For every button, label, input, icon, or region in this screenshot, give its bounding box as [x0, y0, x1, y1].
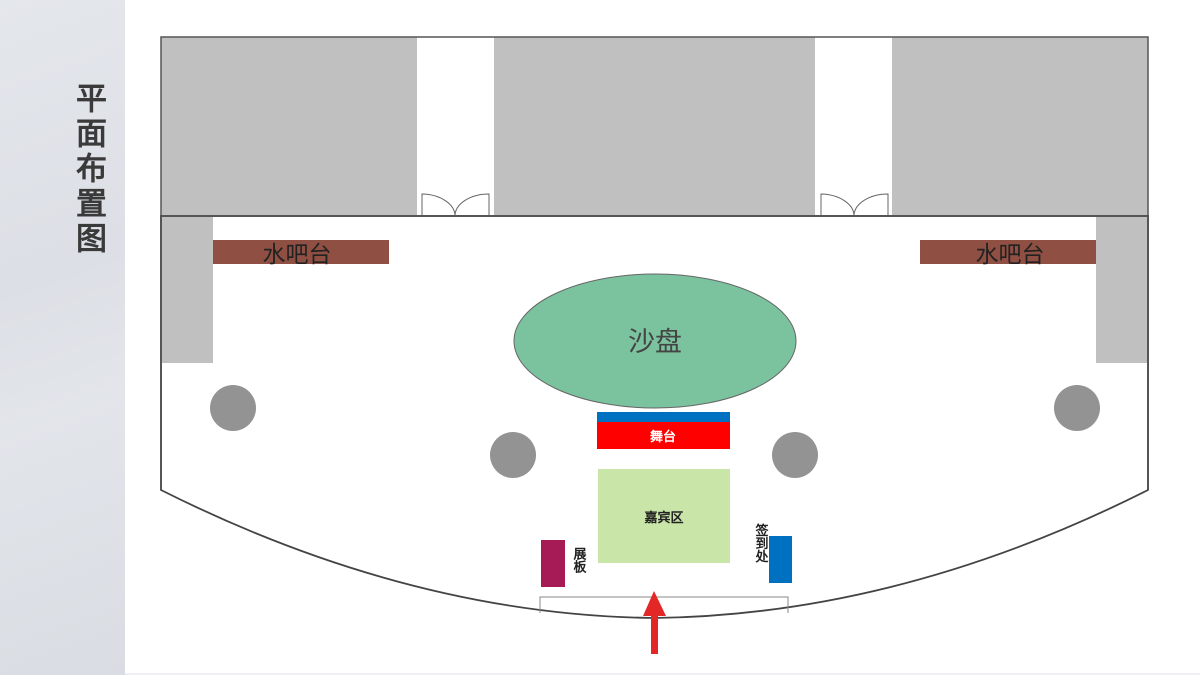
bar-counter-right: 水吧台 — [920, 240, 1096, 268]
svg-text:嘉宾区: 嘉宾区 — [643, 510, 683, 526]
display-board: 展板 — [541, 540, 586, 587]
page-title: 平面布置图 — [70, 82, 106, 257]
stage: 舞台 — [597, 412, 730, 449]
bar-counter-left: 水吧台 — [213, 240, 389, 268]
signin-desk: 签到处 — [753, 523, 792, 583]
pillar-icon — [210, 385, 256, 431]
entrance-threshold — [539, 596, 789, 613]
svg-text:签到处: 签到处 — [753, 523, 770, 564]
top-rooms — [160, 36, 1149, 217]
title-sidebar: 平面布置图 — [0, 0, 125, 675]
svg-text:水吧台: 水吧台 — [976, 242, 1045, 268]
slide-bottom-edge — [125, 673, 1200, 675]
side-block-right — [1096, 217, 1147, 363]
pillar-icon — [1054, 385, 1100, 431]
guest-area: 嘉宾区 — [598, 469, 730, 563]
pillar-icon — [490, 432, 536, 478]
door-right-icon — [820, 193, 889, 217]
room-block — [161, 37, 1148, 216]
door-left-icon — [421, 193, 490, 217]
svg-text:展板: 展板 — [571, 547, 587, 574]
svg-text:舞台: 舞台 — [649, 429, 676, 445]
svg-text:沙盘: 沙盘 — [628, 327, 682, 358]
corridor-left — [417, 37, 494, 216]
svg-text:水吧台: 水吧台 — [263, 242, 332, 268]
side-block-left — [162, 217, 213, 363]
pillar-icon — [772, 432, 818, 478]
corridor-right — [815, 37, 892, 216]
sand-table: 沙盘 — [513, 273, 797, 409]
entrance-arrow-icon — [643, 591, 666, 654]
